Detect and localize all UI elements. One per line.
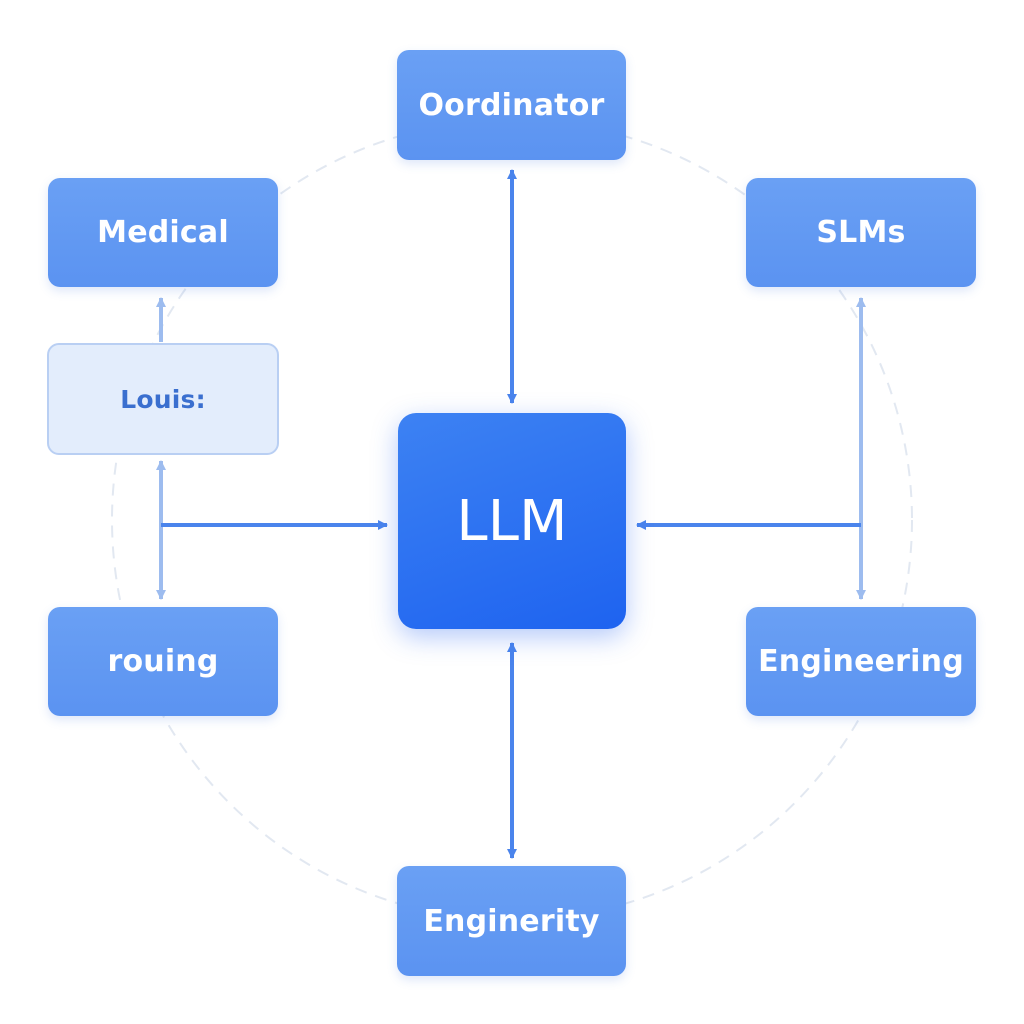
node-engineering[interactable]: Engineering <box>746 607 976 716</box>
node-medical[interactable]: Medical <box>48 178 278 287</box>
node-slms-label: SLMs <box>816 215 906 250</box>
node-slms[interactable]: SLMs <box>746 178 976 287</box>
node-louis[interactable]: Louis: <box>47 343 279 455</box>
node-enginerity-label: Enginerity <box>423 903 600 939</box>
node-llm[interactable]: LLM <box>398 413 626 629</box>
node-engineering-label: Engineering <box>758 644 964 679</box>
node-llm-label: LLM <box>456 488 568 554</box>
node-louis-label: Louis: <box>120 384 206 414</box>
node-coordinator[interactable]: Oordinator <box>397 50 626 160</box>
node-rouing[interactable]: rouing <box>48 607 278 716</box>
node-medical-label: Medical <box>97 215 229 250</box>
background-ring <box>111 119 913 921</box>
node-enginerity[interactable]: Enginerity <box>397 866 626 976</box>
node-rouing-label: rouing <box>107 644 219 679</box>
node-coordinator-label: Oordinator <box>418 87 605 123</box>
